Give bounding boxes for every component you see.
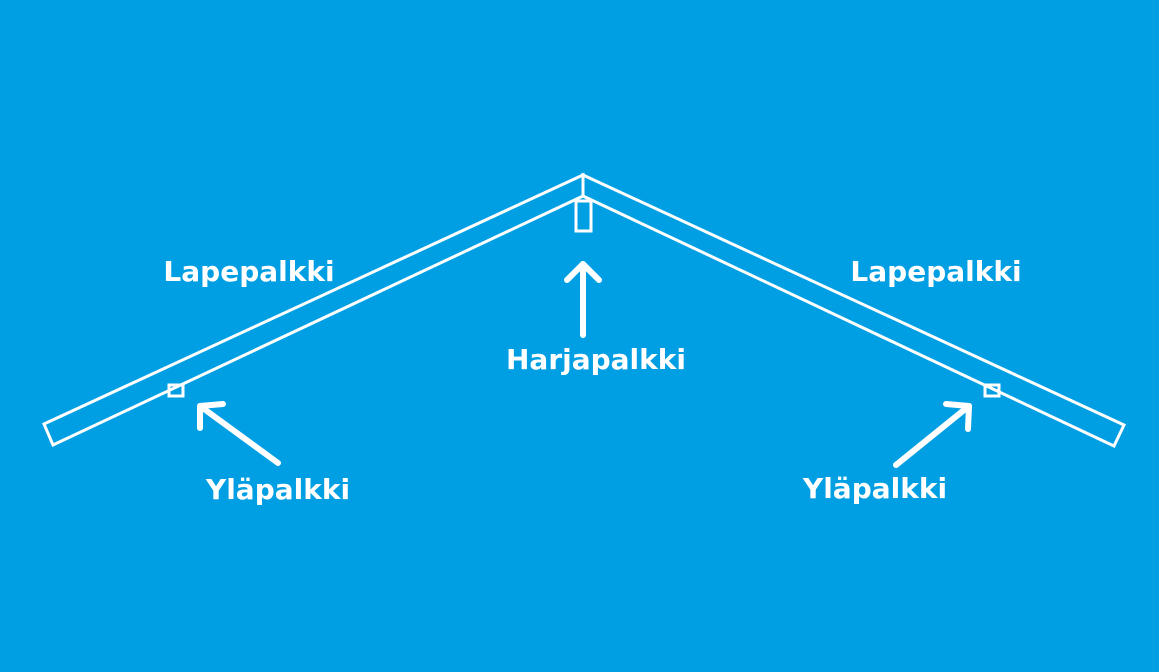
ridge-arrow bbox=[564, 261, 602, 338]
right-purlin-arrow bbox=[893, 401, 972, 468]
purlin-left-label: Yläpalkki bbox=[205, 473, 351, 506]
rafter-left-label: Lapepalkki bbox=[163, 255, 335, 288]
rafter-right-label: Lapepalkki bbox=[850, 255, 1022, 288]
ridge-beam-label: Harjapalkki bbox=[505, 343, 687, 376]
purlin-right-label: Yläpalkki bbox=[802, 472, 948, 505]
left-purlin-arrow bbox=[197, 401, 281, 466]
left-purlin bbox=[167, 383, 185, 398]
right-purlin bbox=[983, 383, 1001, 398]
ridge-beam bbox=[574, 199, 593, 233]
left-rafter bbox=[42, 172, 585, 448]
right-rafter bbox=[581, 172, 1127, 448]
